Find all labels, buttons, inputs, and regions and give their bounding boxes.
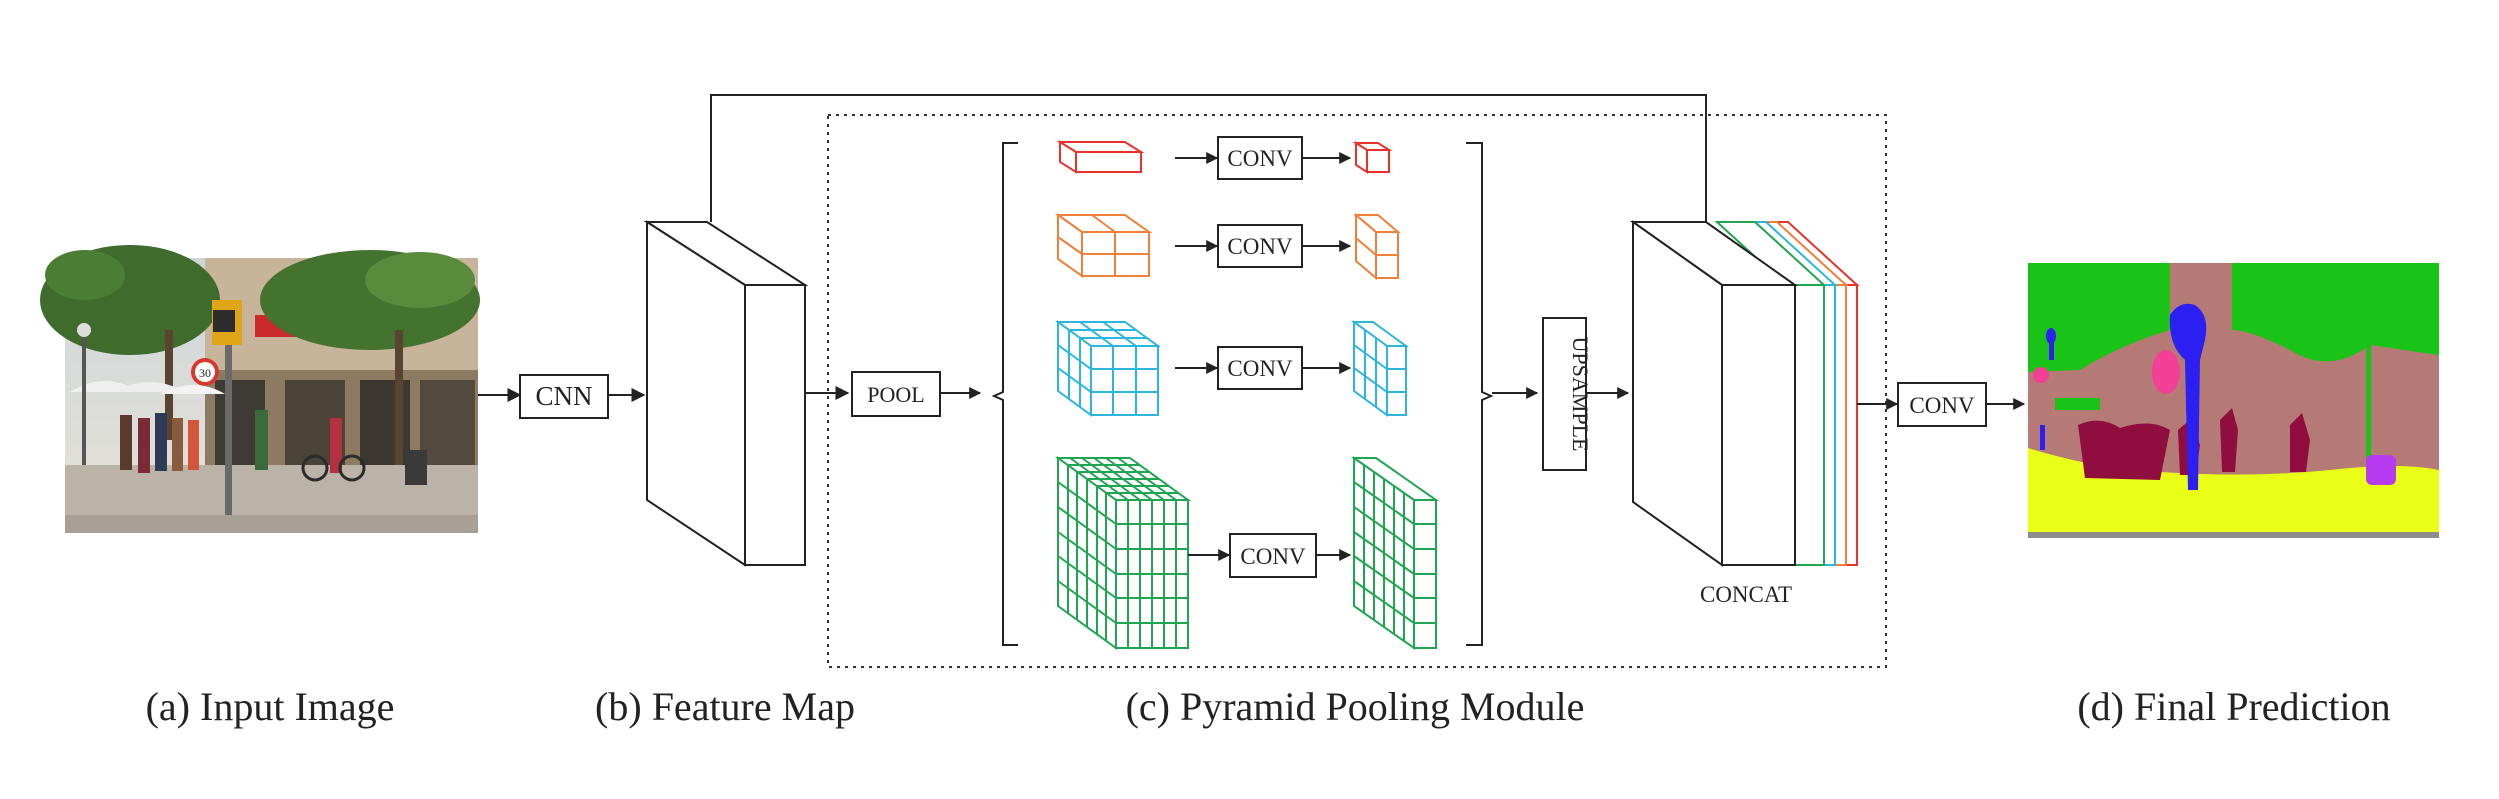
input-image: 30 xyxy=(40,245,480,533)
conv-label-4: CONV xyxy=(1240,544,1306,569)
cnn-label: CNN xyxy=(535,381,592,411)
caption-input-image: (a) Input Image xyxy=(146,684,395,729)
cnn-block: CNN xyxy=(478,374,646,419)
caption-pyramid-pooling-module: (c) Pyramid Pooling Module xyxy=(1126,684,1585,729)
concat-block: CONCAT xyxy=(1629,220,1860,607)
feature-map xyxy=(643,220,809,567)
pool-label: POOL xyxy=(867,382,924,407)
conv-label-2: CONV xyxy=(1227,234,1293,259)
final-conv-label: CONV xyxy=(1909,393,1975,418)
branch-1x1: CONV xyxy=(1056,136,1393,180)
concat-label: CONCAT xyxy=(1700,582,1792,607)
caption-final-prediction: (d) Final Prediction xyxy=(2077,684,2390,729)
skip-connection-arrow xyxy=(710,94,1712,254)
conv-label-1: CONV xyxy=(1227,146,1293,171)
photo-sign-text: 30 xyxy=(199,366,211,380)
branch-6x6: CONV xyxy=(1054,456,1440,650)
final-prediction xyxy=(2028,263,2439,538)
left-bracket xyxy=(991,142,1018,646)
upsample-block: UPSAMPLE xyxy=(1542,317,1630,471)
ppm-dashed-frame xyxy=(827,114,1887,668)
branch-3x3: CONV xyxy=(1054,320,1410,417)
pool-block: POOL xyxy=(851,371,982,417)
final-conv-block: CONV xyxy=(1857,382,2026,427)
right-bracket xyxy=(1466,142,1494,646)
caption-feature-map: (b) Feature Map xyxy=(595,684,855,729)
branch-2x2: CONV xyxy=(1054,212,1401,281)
conv-label-3: CONV xyxy=(1227,356,1293,381)
